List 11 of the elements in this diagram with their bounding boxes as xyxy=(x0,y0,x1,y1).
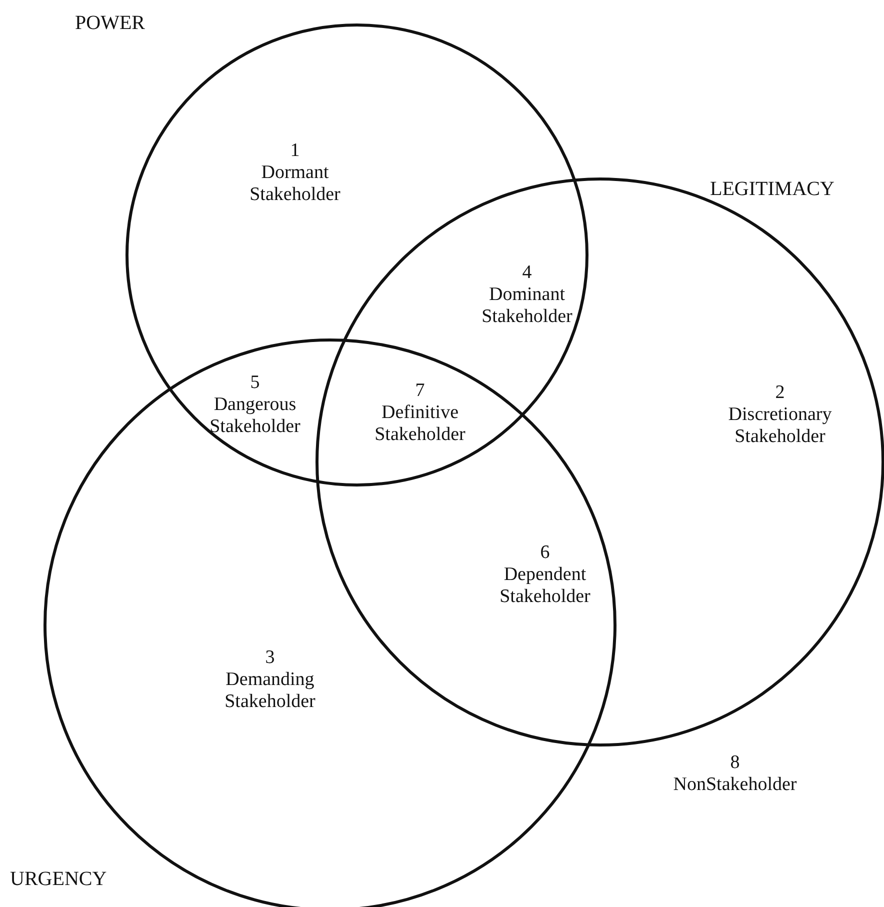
region-label: 3 Demanding Stakeholder xyxy=(224,647,316,713)
region-label: 8 NonStakeholder xyxy=(673,752,797,796)
circle-title: URGENCY xyxy=(10,868,107,890)
region-label: 2 Discretionary Stakeholder xyxy=(728,382,832,448)
region-label: 5 Dangerous Stakeholder xyxy=(210,372,300,438)
circle-title: POWER xyxy=(75,12,145,34)
region-label: 6 Dependent Stakeholder xyxy=(500,542,590,608)
region-label: 7 Definitive Stakeholder xyxy=(374,380,466,446)
region-label: 1 Dormant Stakeholder xyxy=(250,140,340,206)
circle-title: LEGITIMACY xyxy=(710,178,834,200)
region-label: 4 Dominant Stakeholder xyxy=(482,262,572,328)
